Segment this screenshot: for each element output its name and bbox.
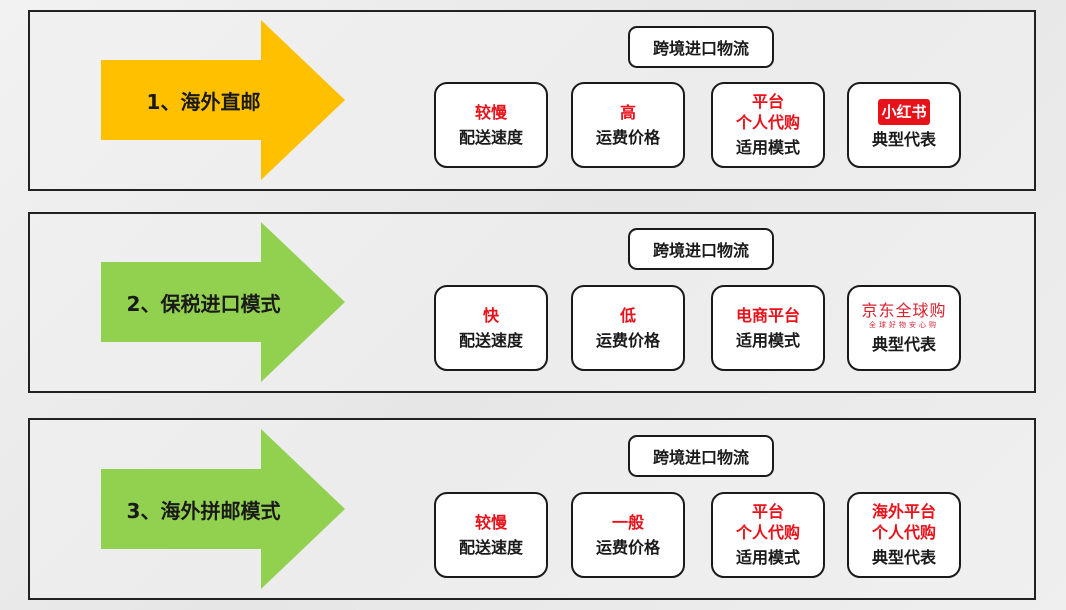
arrow-shape-icon xyxy=(101,429,345,589)
card-speed: 快 配送速度 xyxy=(434,285,548,371)
card-label: 适用模式 xyxy=(735,330,800,350)
card-value: 一般 xyxy=(611,512,644,532)
card-label: 运费价格 xyxy=(595,127,660,147)
row-title: 3、海外拼邮模式 xyxy=(126,498,281,523)
card-label: 配送速度 xyxy=(458,127,523,147)
arrow-3: 3、海外拼邮模式 xyxy=(101,429,345,589)
card-value: 高 xyxy=(619,102,636,122)
logo-sub-text: 全球好物安心购 xyxy=(868,320,939,329)
card-label: 配送速度 xyxy=(458,537,523,557)
card-label: 配送速度 xyxy=(458,330,523,350)
card-value: 电商平台 xyxy=(735,305,800,325)
card-representative: 小红书 典型代表 xyxy=(847,82,961,168)
card-label: 典型代表 xyxy=(871,334,936,354)
card-price: 一般 运费价格 xyxy=(571,492,685,578)
arrow-1: 1、海外直邮 xyxy=(101,20,345,180)
row-title: 2、保税进口模式 xyxy=(126,291,281,316)
card-label: 运费价格 xyxy=(595,330,660,350)
arrow-shape-icon xyxy=(101,20,345,180)
row-header: 跨境进口物流 xyxy=(628,228,774,270)
card-mode: 平台 个人代购 适用模式 xyxy=(711,492,825,578)
card-value: 较慢 xyxy=(474,102,507,122)
row-header: 跨境进口物流 xyxy=(628,435,774,477)
card-label: 适用模式 xyxy=(735,138,800,157)
card-speed: 较慢 配送速度 xyxy=(434,492,548,578)
jd-worldwide-logo-icon: 京东全球购 全球好物安心购 xyxy=(861,301,946,330)
card-label: 适用模式 xyxy=(735,548,800,567)
card-representative: 京东全球购 全球好物安心购 典型代表 xyxy=(847,285,961,371)
card-price: 低 运费价格 xyxy=(571,285,685,371)
row-title: 1、海外直邮 xyxy=(146,89,261,114)
card-label: 运费价格 xyxy=(595,537,660,557)
row-header: 跨境进口物流 xyxy=(628,26,774,68)
card-value: 平台 个人代购 xyxy=(735,502,800,542)
card-value: 较慢 xyxy=(474,512,507,532)
card-representative: 海外平台 个人代购 典型代表 xyxy=(847,492,961,578)
card-mode: 平台 个人代购 适用模式 xyxy=(711,82,825,168)
card-mode: 电商平台 适用模式 xyxy=(711,285,825,371)
card-value: 快 xyxy=(482,305,499,325)
card-value: 平台 个人代购 xyxy=(735,92,800,132)
card-value: 低 xyxy=(619,305,636,325)
card-value: 海外平台 个人代购 xyxy=(871,502,936,542)
card-label: 典型代表 xyxy=(871,130,936,149)
xiaohongshu-logo-icon: 小红书 xyxy=(878,99,930,125)
card-speed: 较慢 配送速度 xyxy=(434,82,548,168)
card-label: 典型代表 xyxy=(871,548,936,567)
card-price: 高 运费价格 xyxy=(571,82,685,168)
arrow-shape-icon xyxy=(101,222,345,382)
arrow-2: 2、保税进口模式 xyxy=(101,222,345,382)
logo-main-text: 京东全球购 xyxy=(861,300,947,320)
